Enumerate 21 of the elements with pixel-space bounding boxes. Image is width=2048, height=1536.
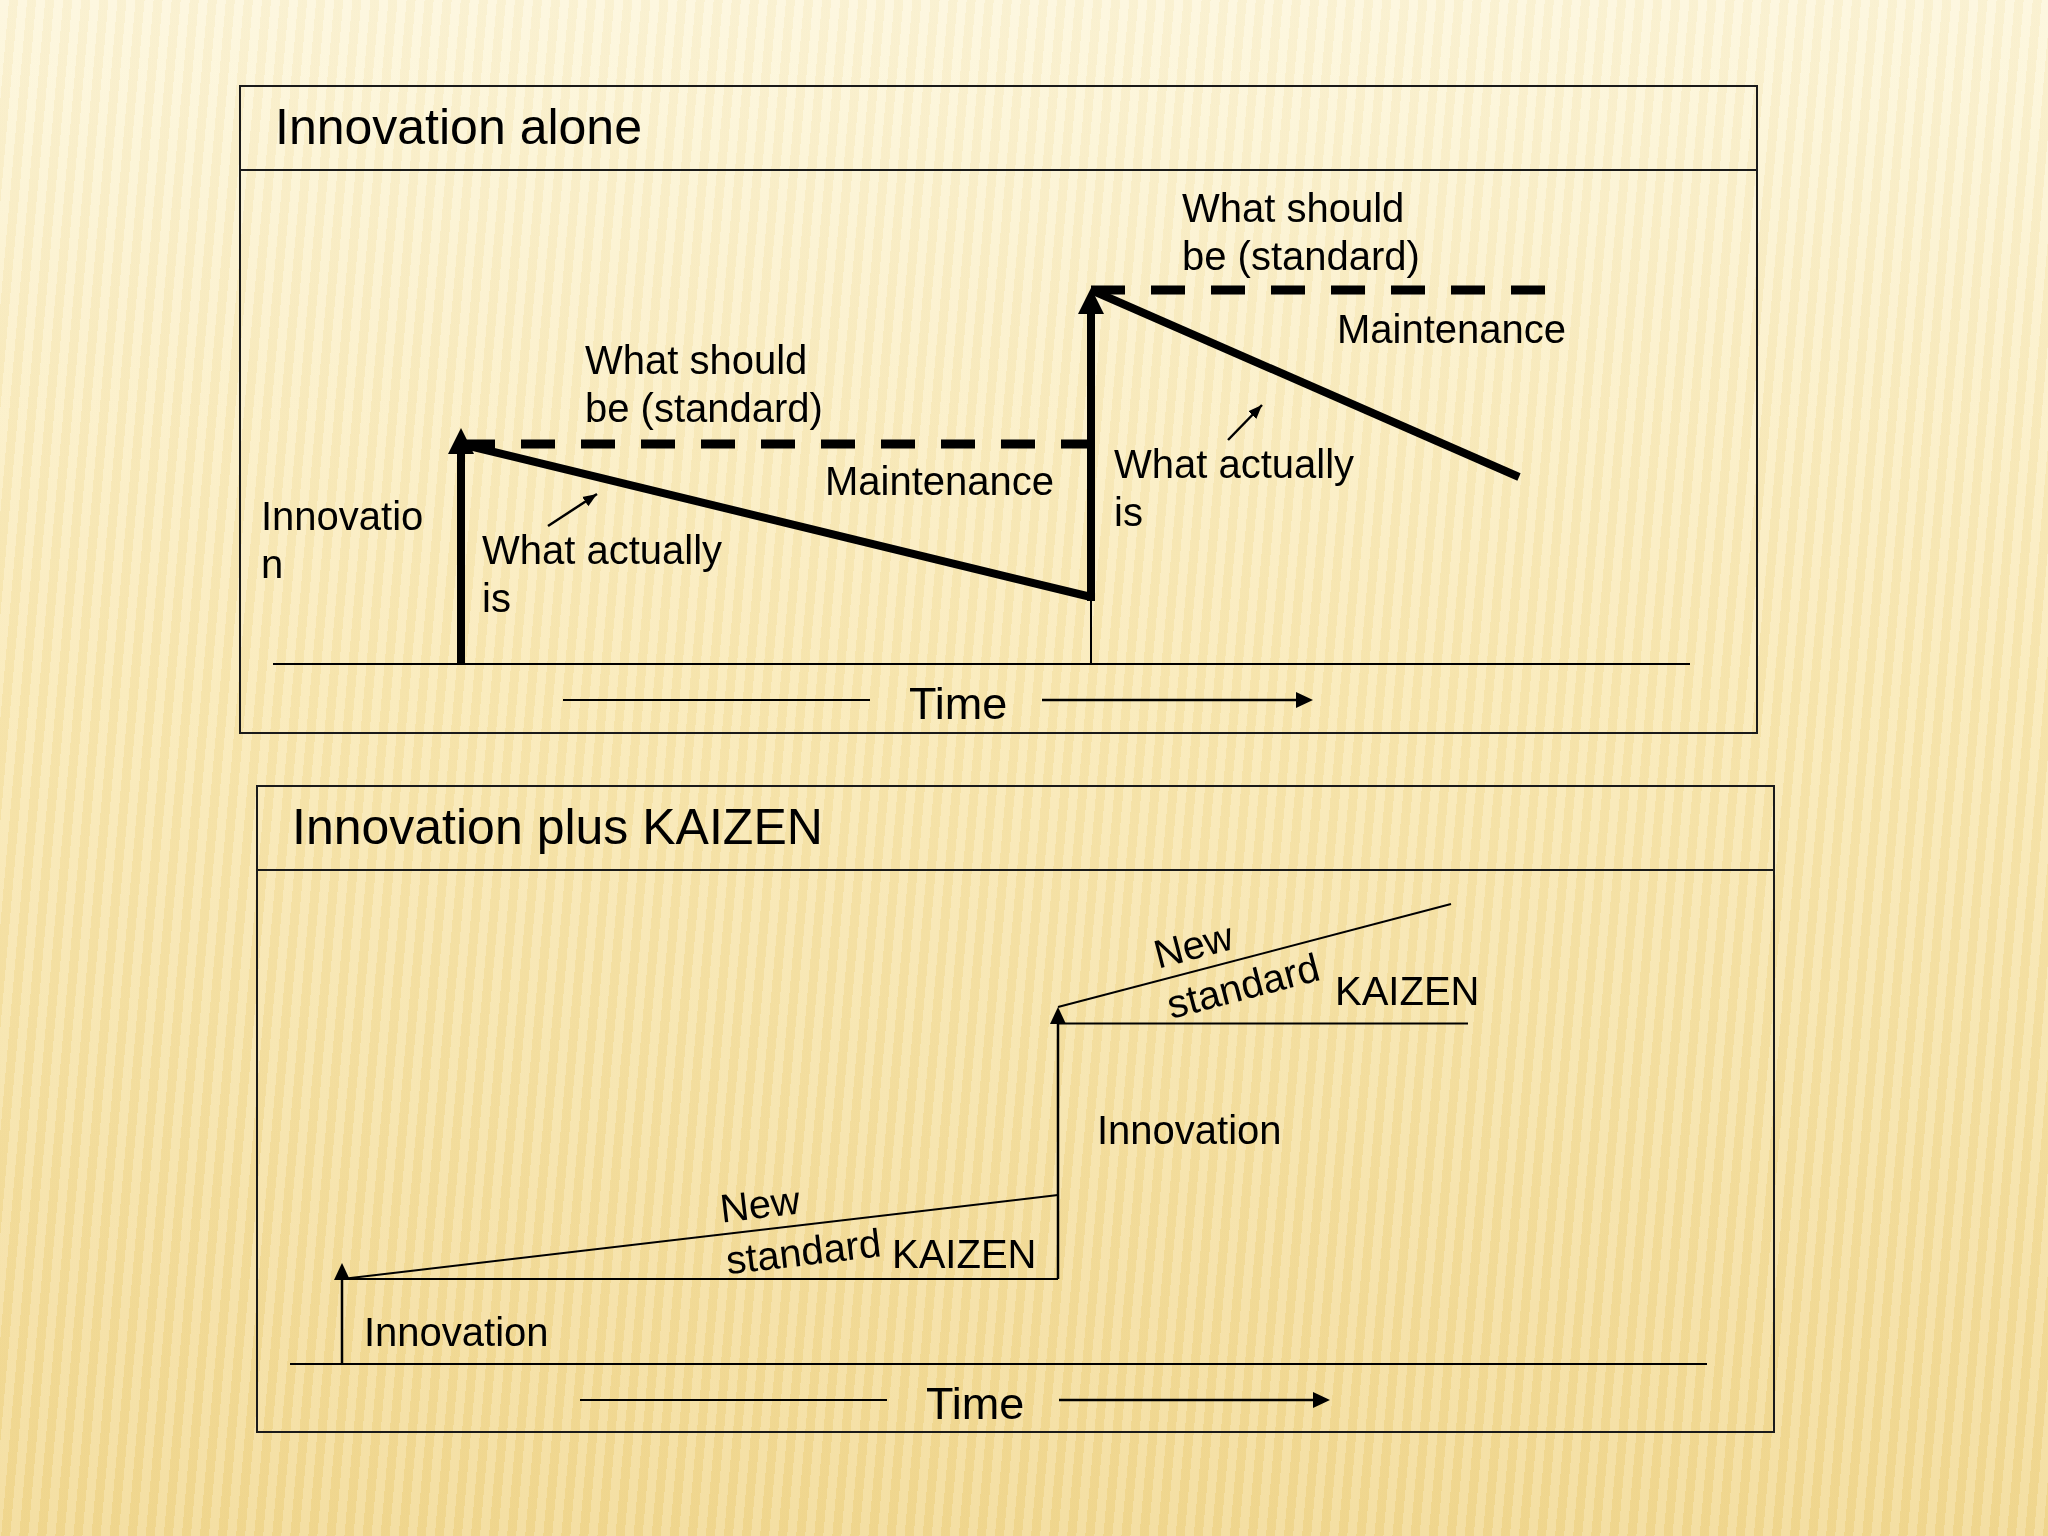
leader-arrow [1227,404,1263,441]
panel [256,785,1775,1433]
standard-label: What should be (standard) [1182,185,1421,280]
innovation-label: Innovation [364,1309,549,1356]
innovation-label: Innovation [1097,1107,1282,1154]
kaizen-label: KAIZEN [1335,968,1480,1015]
time-axis-label: Time [909,677,1008,731]
time-axis-label: Time [926,1377,1025,1431]
panel-title: Innovation plus KAIZEN [292,798,823,857]
maintenance-label: Maintenance [1337,306,1567,353]
callout-label: What actually is [1114,440,1376,536]
standard-label: What should be (standard) [585,337,824,432]
panel [239,85,1758,734]
innovation-label: Innovatio n [261,493,425,588]
callout-label: What actually is [482,526,744,622]
new-standard-label: New standard [717,1176,884,1285]
panel-title: Innovation alone [275,98,642,157]
leader-arrow [547,492,598,528]
maintenance-label: Maintenance [825,458,1055,505]
kaizen-label: KAIZEN [892,1231,1037,1278]
new-standard-label: New standard [1148,912,1325,1029]
